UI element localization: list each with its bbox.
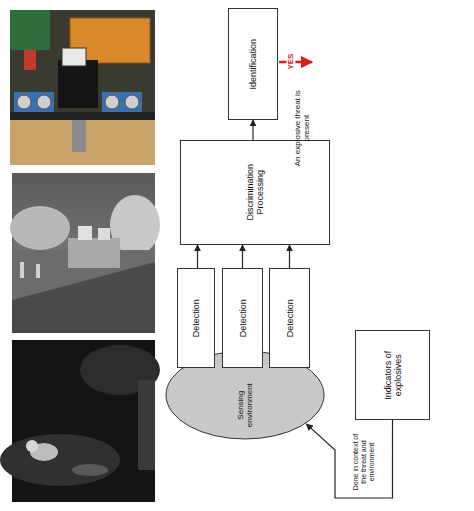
thermal-photo <box>10 173 160 333</box>
wood-base <box>10 120 155 165</box>
post <box>20 262 24 278</box>
road-surface <box>12 262 155 333</box>
flow-arrow <box>306 420 392 498</box>
hot-spot <box>78 226 92 240</box>
flow-arrow <box>252 120 253 140</box>
ultrasonic-sensor <box>102 92 142 112</box>
axle <box>72 120 86 152</box>
motor-block <box>58 60 98 108</box>
detection-box: Detection <box>222 268 263 368</box>
flow-arrow <box>197 245 198 268</box>
ultrasonic-sensor <box>14 92 54 112</box>
process-box: Discrimination Processing <box>180 140 330 245</box>
grass-patch <box>72 464 108 476</box>
grass <box>0 434 120 486</box>
sensor-eye <box>37 95 51 109</box>
flow-arrow <box>242 245 243 268</box>
detection-box: Detection <box>269 268 310 368</box>
animal-head <box>26 440 38 452</box>
node-text: Detection <box>191 274 201 362</box>
mount-bar <box>10 112 155 120</box>
input-box: Indicators of explosives <box>355 330 430 420</box>
post <box>36 264 40 278</box>
node-text: Indicators of explosives <box>382 336 403 414</box>
photo-ground <box>10 10 155 165</box>
node-text: Detection <box>284 274 294 362</box>
flow-arrow <box>289 245 290 268</box>
sensor-eye <box>105 95 119 109</box>
identification-box: Identification <box>228 8 278 120</box>
sensor-eye <box>125 95 139 109</box>
green-board <box>10 10 50 50</box>
decision-label: YES <box>286 49 295 75</box>
tree <box>10 206 70 250</box>
hot-spot <box>98 228 110 240</box>
detection-box: Detection <box>177 268 215 368</box>
node-text: Discrimination Processing <box>245 148 266 238</box>
node-text: Sensing environment <box>236 378 254 432</box>
node-text: Detection <box>237 274 247 362</box>
ellipse-shape <box>166 351 324 439</box>
outcome-label: An explosive threat is present <box>293 81 311 176</box>
night-photo <box>0 340 160 502</box>
edge-label: Done in context of the threat and enviro… <box>352 429 376 495</box>
vehicle <box>68 238 120 268</box>
fence <box>138 380 155 470</box>
wire-bundle <box>24 50 36 70</box>
node-text: Identification <box>248 14 258 114</box>
sensor-module <box>62 48 86 66</box>
robot-photo <box>10 10 155 165</box>
sensor-eye <box>17 95 31 109</box>
